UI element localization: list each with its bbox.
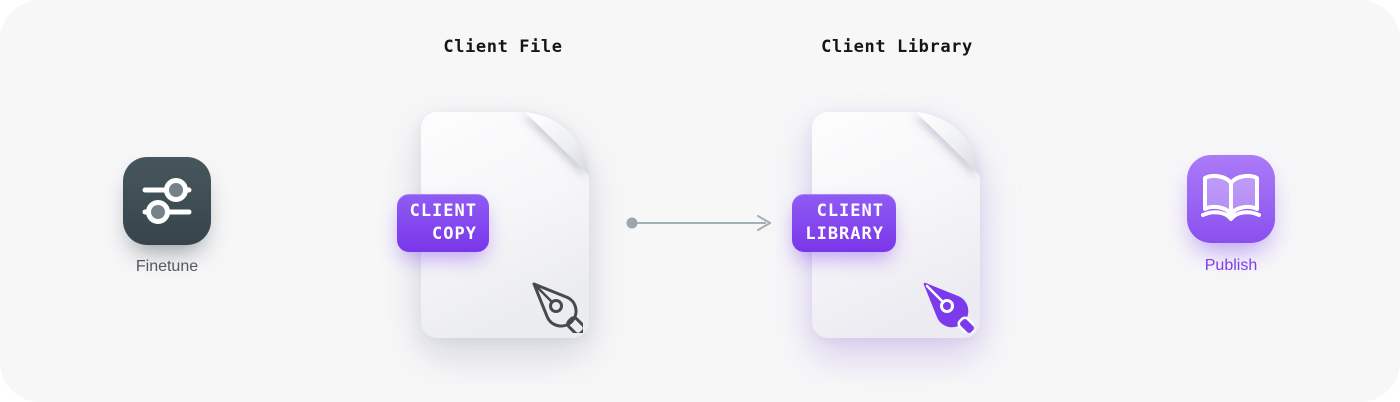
sliders-icon [142, 178, 192, 224]
folded-corner [916, 112, 979, 174]
client-copy-badge: CLIENT COPY [397, 194, 489, 252]
flow-arrow [626, 215, 771, 231]
finetune-label: Finetune [135, 258, 199, 275]
paper-shape [812, 112, 980, 338]
finetune-app-tile [123, 157, 211, 245]
open-book-icon [1201, 173, 1261, 221]
badge-line-1: CLIENT [409, 201, 477, 221]
paper-shape [421, 112, 589, 338]
pen-nib-filled-icon [923, 282, 974, 333]
arrow-start-dot [626, 217, 638, 229]
client-file-title: Client File [443, 37, 563, 57]
badge-line-2: LIBRARY [805, 224, 884, 244]
publish-label: Publish [1204, 257, 1258, 274]
arrow-head [757, 215, 771, 231]
badge-line-2: COPY [432, 224, 477, 244]
client-library-badge: CLIENT LIBRARY [792, 194, 896, 252]
client-file-document [421, 112, 589, 338]
folded-corner [525, 112, 588, 174]
pen-nib-outline-icon [532, 282, 583, 333]
client-library-document [812, 112, 980, 338]
publish-app-tile [1187, 155, 1275, 243]
client-library-title: Client Library [821, 37, 973, 57]
badge-line-1: CLIENT [816, 201, 884, 221]
